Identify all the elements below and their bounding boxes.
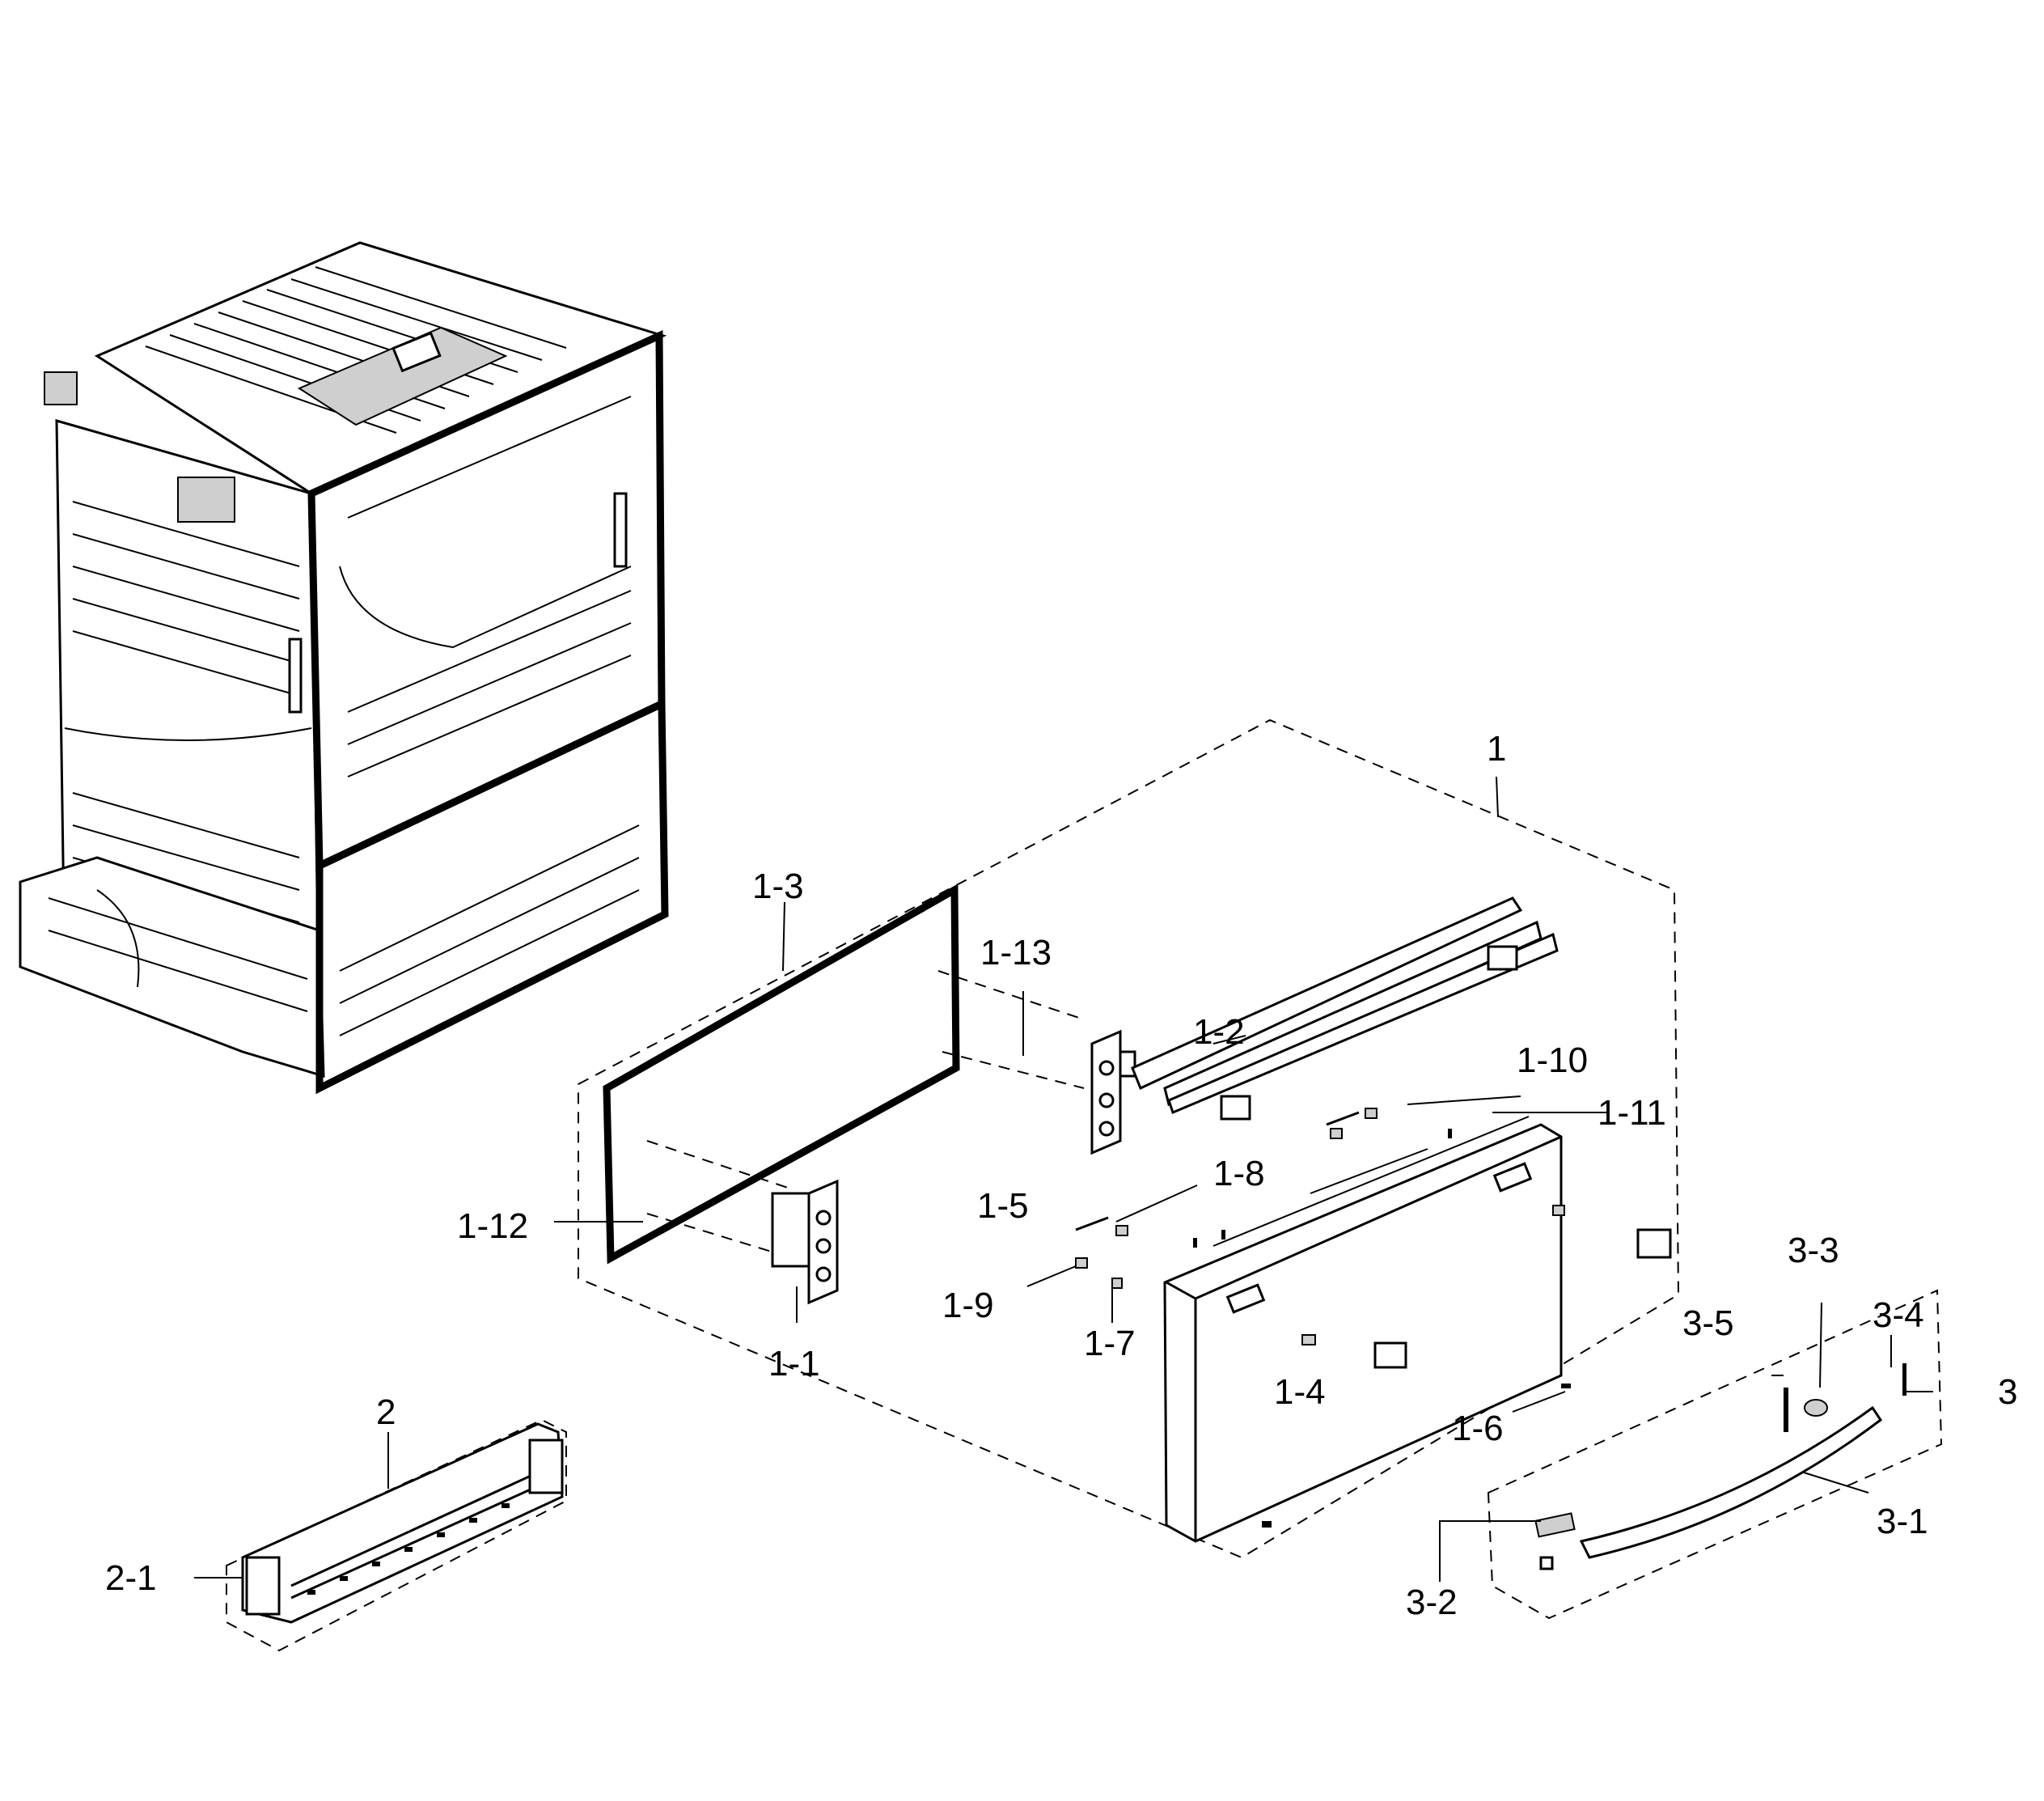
label-3-5: 3-5 <box>1682 1303 1734 1343</box>
label-1-10: 1-10 <box>1517 1040 1588 1080</box>
door-top-trim <box>1131 896 1559 1121</box>
label-1-5: 1-5 <box>977 1186 1029 1226</box>
label-1-7: 1-7 <box>1084 1324 1136 1363</box>
label-1-11: 1-11 <box>1598 1093 1666 1133</box>
door-gasket-frame <box>603 884 1085 1265</box>
refrigerator-cabinet <box>19 241 669 1095</box>
label-1-1: 1-1 <box>768 1344 820 1384</box>
label-2: 2 <box>376 1392 396 1432</box>
label-1-3: 1-3 <box>752 867 804 906</box>
label-3: 3 <box>1998 1372 2017 1412</box>
label-1-4: 1-4 <box>1274 1372 1326 1412</box>
label-3-1: 3-1 <box>1877 1502 1928 1541</box>
label-1-6: 1-6 <box>1452 1409 1504 1448</box>
label-2-1: 2-1 <box>105 1558 157 1598</box>
lower-hinge-bracket <box>771 1179 839 1305</box>
freezer-door-panel <box>1163 1116 1672 1543</box>
assembly-3 <box>1487 1289 1943 1620</box>
label-1-12: 1-12 <box>457 1206 528 1246</box>
label-1-9: 1-9 <box>942 1286 994 1325</box>
assembly-1-boundary <box>578 718 1680 1559</box>
label-1-2: 1-2 <box>1193 1012 1245 1052</box>
leader-lines <box>194 776 1933 1582</box>
label-3-3: 3-3 <box>1788 1231 1839 1270</box>
label-1-13: 1-13 <box>980 933 1052 973</box>
label-1: 1 <box>1487 729 1506 769</box>
label-3-4: 3-4 <box>1873 1295 1924 1335</box>
upper-hinge-bracket <box>1090 1029 1136 1155</box>
label-3-2: 3-2 <box>1406 1583 1458 1622</box>
callout-labels: 1 1-3 1-13 1-2 1-10 1-11 1-8 1-5 1-12 1-… <box>105 729 2017 1622</box>
assembly-2 <box>226 1418 567 1652</box>
door-hardware <box>1075 1108 1571 1528</box>
label-1-8: 1-8 <box>1213 1154 1265 1193</box>
